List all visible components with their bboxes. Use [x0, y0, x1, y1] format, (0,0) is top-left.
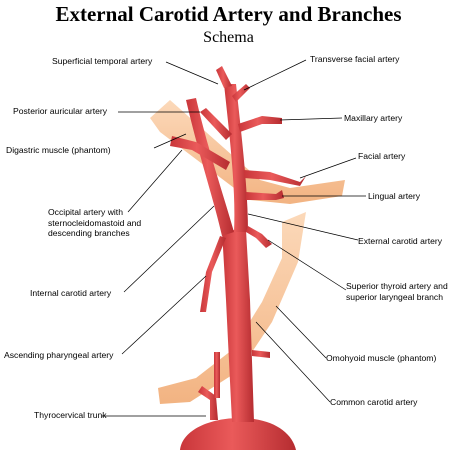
- external-carotid-artery: [224, 84, 248, 232]
- leader-lines: [102, 59, 366, 417]
- label-internal-carotid: Internal carotid artery: [30, 288, 112, 298]
- common-carotid-artery: [222, 230, 254, 422]
- leader-digastric: [153, 133, 187, 149]
- label-digastric: Digastric muscle (phantom): [6, 145, 111, 155]
- leader-superficial-temporal: [165, 61, 219, 85]
- thyrocervical-branch: [214, 352, 220, 398]
- label-external-carotid: External carotid artery: [358, 236, 443, 246]
- leader-superior-thyroid: [267, 239, 347, 291]
- transverse-facial-branch: [232, 84, 250, 102]
- label-omohyoid: Omohyoid muscle (phantom): [326, 353, 437, 363]
- aortic-arch: [180, 418, 296, 450]
- label-occipital-line3: descending branches: [48, 228, 130, 238]
- superficial-temporal-branch: [216, 66, 232, 88]
- label-lingual: Lingual artery: [368, 191, 421, 201]
- label-superior-thyroid-line1: Superior thyroid artery and: [346, 281, 448, 291]
- label-facial: Facial artery: [358, 151, 406, 161]
- leader-facial: [299, 157, 357, 179]
- leader-common-carotid: [255, 321, 331, 403]
- lingual-branch: [246, 190, 284, 200]
- occipital-branch: [170, 136, 230, 170]
- label-thyrocervical: Thyrocervical trunk: [34, 410, 107, 420]
- label-superior-thyroid: Superior thyroid artery and superior lar…: [346, 281, 448, 302]
- leader-internal-carotid: [123, 205, 215, 293]
- posterior-auricular-branch: [200, 108, 232, 140]
- leader-external-carotid: [247, 213, 359, 241]
- label-common-carotid: Common carotid artery: [330, 397, 418, 407]
- label-ascending-pharyngeal: Ascending pharyngeal artery: [4, 350, 114, 360]
- diagram-title: External Carotid Artery and Branches: [55, 2, 402, 26]
- label-occipital-line2: sternocleidomastoid and: [48, 217, 142, 228]
- small-branch-right: [252, 350, 270, 358]
- ascending-pharyngeal-branch: [200, 236, 226, 312]
- label-transverse-facial: Transverse facial artery: [310, 54, 400, 64]
- leader-maxillary: [279, 117, 343, 121]
- label-occipital: Occipital artery with sternocleidomastoi…: [48, 207, 141, 239]
- superior-thyroid-branch: [246, 226, 272, 248]
- label-superior-thyroid-line2: superior laryngeal branch: [346, 291, 443, 302]
- digastric-muscle: [150, 100, 345, 204]
- label-occipital-line1: Occipital artery with: [48, 207, 123, 217]
- internal-carotid-artery: [186, 98, 234, 236]
- leader-transverse-facial: [243, 59, 307, 91]
- facial-branch: [244, 170, 306, 186]
- label-posterior-auricular: Posterior auricular artery: [13, 106, 108, 116]
- maxillary-branch: [238, 116, 282, 132]
- leader-ascending-pharyngeal: [121, 275, 207, 355]
- label-superficial-temporal: Superficial temporal artery: [52, 56, 153, 66]
- thyrocervical-trunk: [198, 386, 218, 420]
- leader-omohyoid: [275, 305, 327, 359]
- label-maxillary: Maxillary artery: [344, 113, 403, 123]
- diagram-subtitle: Schema: [203, 29, 254, 46]
- leader-occipital: [127, 149, 183, 213]
